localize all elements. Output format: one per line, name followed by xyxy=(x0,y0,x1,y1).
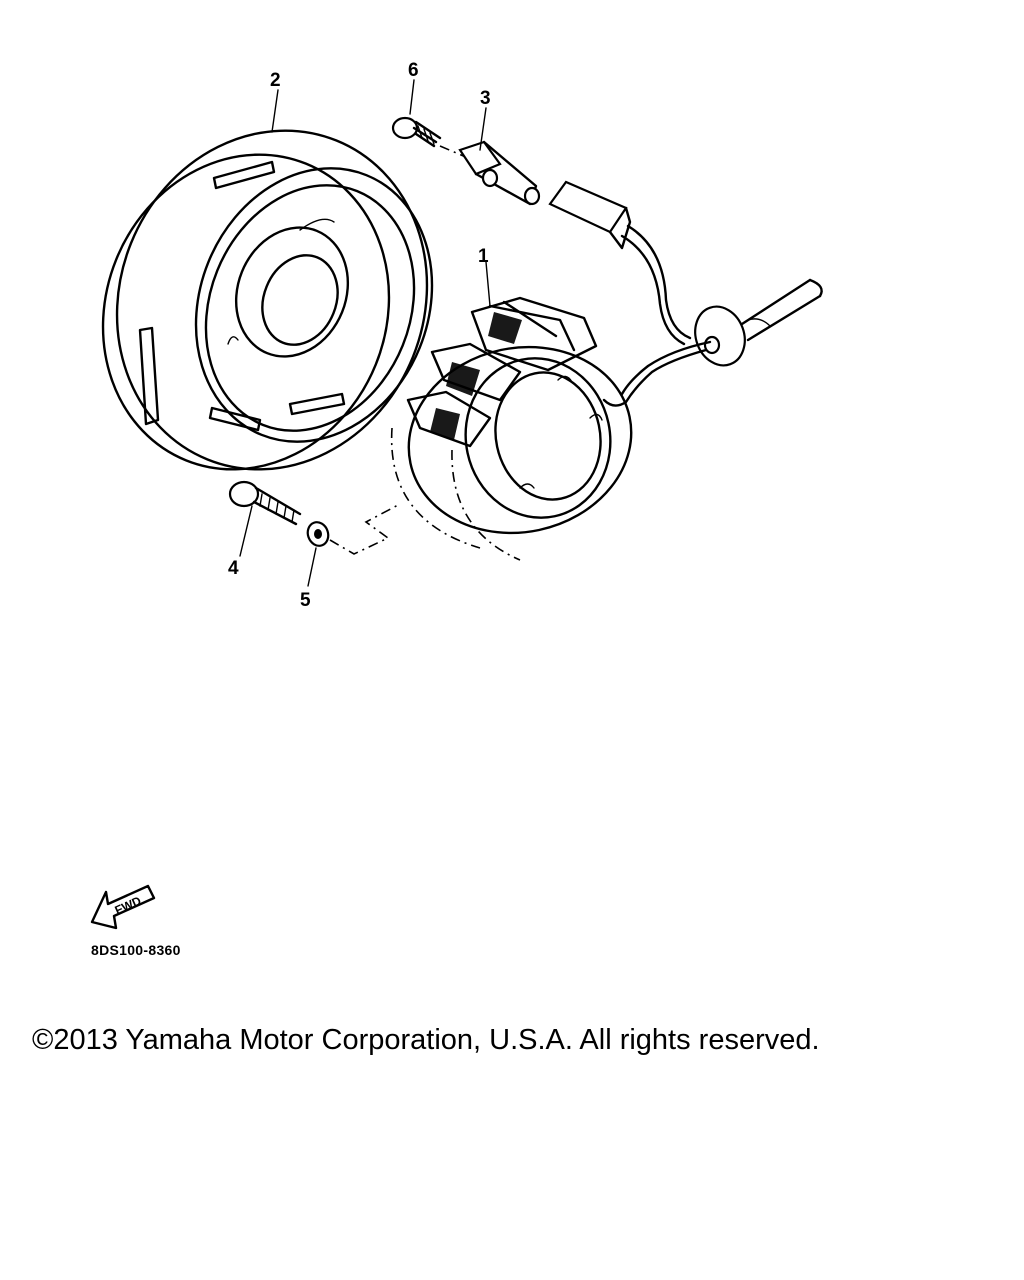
callout-number-6-top: 6 xyxy=(408,60,419,81)
leader-line-1 xyxy=(485,261,491,307)
assembly-line-bolt xyxy=(329,503,401,555)
leader-line-4 xyxy=(239,505,253,557)
washer xyxy=(306,521,330,547)
leader-line-6-top xyxy=(409,79,415,115)
callout-number-4: 4 xyxy=(228,558,239,579)
leader-line-5 xyxy=(307,547,317,587)
diagram-part-code: 8DS100-8360 xyxy=(91,942,181,958)
leader-line-3 xyxy=(479,107,487,151)
forward-arrow-icon: FWD xyxy=(90,884,156,930)
callout-number-2: 2 xyxy=(270,70,281,91)
callout-number-5: 5 xyxy=(300,590,311,611)
forward-arrow-label: FWD xyxy=(113,893,144,917)
copyright-notice: ©2013 Yamaha Motor Corporation, U.S.A. A… xyxy=(32,1024,820,1056)
bolt xyxy=(228,480,302,526)
callout-number-1: 1 xyxy=(478,246,489,267)
leader-line-2 xyxy=(271,89,279,133)
exploded-parts-diagram: 2 6 3 xyxy=(90,60,823,930)
callout-number-3: 3 xyxy=(480,88,491,109)
rotor-flywheel xyxy=(101,129,434,471)
screw-top xyxy=(391,116,442,148)
wire-harness-connector xyxy=(548,180,823,407)
pickup-coil xyxy=(458,140,541,206)
stator-assembly xyxy=(390,296,633,561)
